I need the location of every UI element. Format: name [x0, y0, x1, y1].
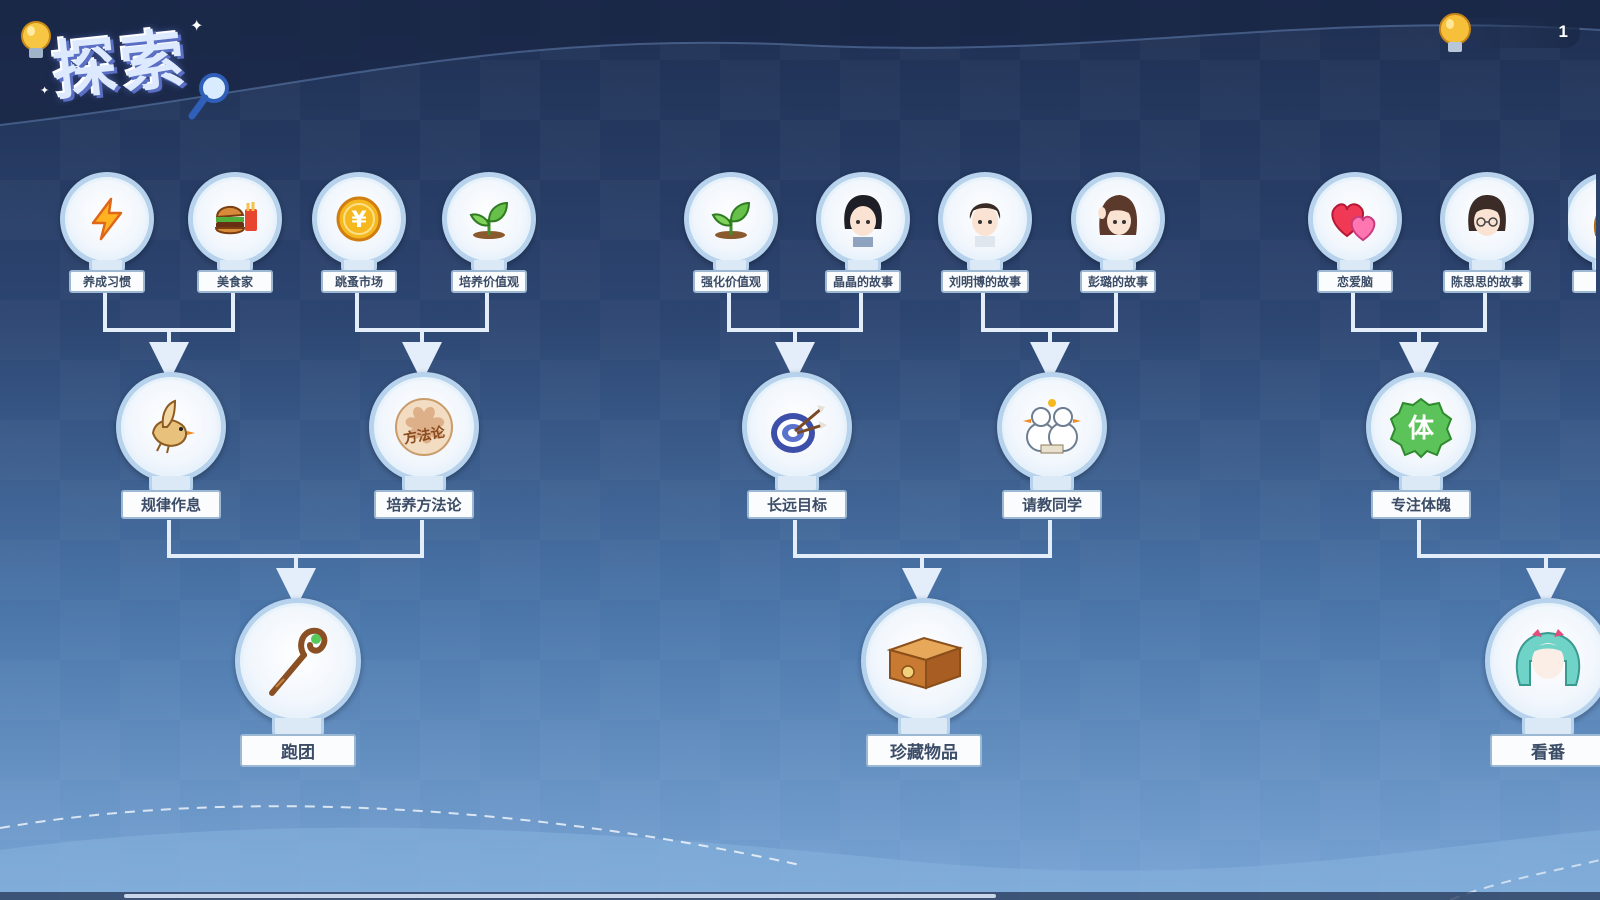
node-orb: 方法论 — [369, 372, 479, 482]
node-label: 专注体魄 — [1371, 490, 1471, 519]
sparkle-icon: ✦ — [190, 18, 204, 35]
node-orb — [1485, 598, 1600, 724]
node-orb — [997, 372, 1107, 482]
node-orb: 体 — [1366, 372, 1476, 482]
node-orb — [816, 172, 910, 266]
staff-icon — [269, 627, 328, 696]
anime-girl-icon — [1515, 629, 1581, 686]
boy-portrait-icon — [969, 203, 1001, 247]
node-orb — [116, 372, 226, 482]
node-orb: ¥ — [312, 172, 406, 266]
node-label: 陈思思的故事 — [1442, 270, 1532, 293]
node-label: 晶晶的故事 — [824, 270, 902, 293]
scrollbar-thumb[interactable] — [124, 894, 996, 898]
node-orb — [1568, 172, 1596, 266]
horizontal-scrollbar[interactable] — [0, 892, 1600, 900]
burger-icon — [214, 202, 257, 235]
girl-glasses-portrait-icon — [1468, 195, 1506, 236]
ducks-icon — [1023, 399, 1081, 454]
node-orb — [1071, 172, 1165, 266]
node-orb — [684, 172, 778, 266]
node-label: 看番 — [1490, 734, 1600, 767]
node-label: 美食家 — [197, 270, 273, 293]
sparkle-icon: ✦ — [40, 85, 50, 97]
node-label: 珍藏物品 — [866, 734, 982, 767]
node-label: 规律作息 — [121, 490, 221, 519]
node-label: 阿 — [1572, 270, 1596, 293]
lightbulb-currency-icon — [1439, 13, 1471, 52]
treasure-box-icon — [886, 636, 964, 690]
currency-value: 1 — [1558, 22, 1568, 41]
node-label: 培养方法论 — [374, 490, 474, 519]
node-label: 彭璐的故事 — [1079, 270, 1157, 293]
girl-portrait-icon — [1098, 195, 1138, 235]
node-orb — [235, 598, 361, 724]
girl-portrait-icon — [844, 195, 882, 247]
sprout-icon — [711, 201, 751, 239]
partial-icon — [1594, 215, 1596, 236]
currency-counter: 1 — [1439, 13, 1580, 52]
lightning-icon — [91, 197, 123, 241]
node-label: 强化价值观 — [692, 270, 770, 293]
yen-coin-icon: ¥ — [336, 196, 382, 242]
node-orb — [1308, 172, 1402, 266]
svg-text:¥: ¥ — [351, 208, 367, 233]
node-orb — [188, 172, 282, 266]
node-orb — [938, 172, 1032, 266]
magnifier-icon — [188, 73, 229, 120]
node-label: 跳蚤市场 — [321, 270, 397, 293]
node-label: 跑团 — [240, 734, 356, 767]
body-badge-icon: 体 — [1389, 397, 1453, 459]
tree-node-partial[interactable]: 阿 — [1568, 172, 1596, 302]
node-label: 养成习惯 — [69, 270, 145, 293]
lightbulb-icon — [21, 21, 51, 58]
node-label: 刘明博的故事 — [940, 270, 1030, 293]
body-badge-text: 体 — [1408, 414, 1435, 444]
bird-icon — [151, 399, 195, 454]
node-label: 恋爱脑 — [1317, 270, 1393, 293]
node-label: 长远目标 — [747, 490, 847, 519]
node-orb — [742, 372, 852, 482]
sprout-icon — [469, 201, 509, 239]
node-orb — [1440, 172, 1534, 266]
node-orb — [442, 172, 536, 266]
node-label: 培养价值观 — [450, 270, 528, 293]
methodology-badge-icon: 方法论 — [395, 398, 453, 456]
node-orb — [861, 598, 987, 724]
target-arrows-icon — [771, 405, 827, 453]
node-label: 请教同学 — [1002, 490, 1102, 519]
top-wave-decoration — [0, 0, 1600, 126]
node-orb — [60, 172, 154, 266]
hearts-icon — [1331, 203, 1376, 242]
